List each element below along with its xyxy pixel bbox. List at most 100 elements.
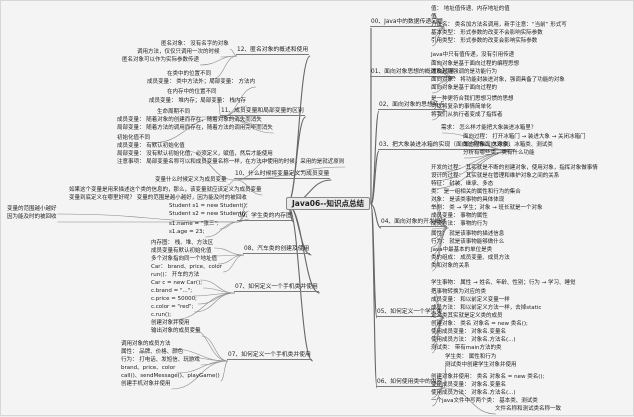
- leaf-node: 匿名对象： 没有名字的对象: [161, 41, 229, 48]
- leaf-node: 使用成员方法： 对象名.方法名(...): [431, 337, 516, 344]
- connector-line: [221, 361, 228, 381]
- leaf-node: 特征： 封装、继承、多态: [431, 181, 493, 188]
- connector-line: [287, 205, 313, 362]
- leaf-node: 面向过程： 打开冰箱门 → 装进大象 → 关闭冰箱门: [463, 134, 585, 141]
- leaf-node: 调用对象的成员方法: [121, 341, 171, 348]
- leaf-node: run()： 开车的方法: [151, 272, 199, 279]
- leaf-node: 测试类： 带有main方法的类: [431, 345, 502, 352]
- leaf-node: 匿名对象可以作为实际参数传递: [122, 57, 199, 64]
- connector-line: [218, 255, 244, 264]
- leaf-node: 类的组成： 成员变量、成员方法: [431, 255, 510, 262]
- leaf-node: 学生事物： 属性 → 姓名、年龄、性别；行为 → 学习、睡觉: [431, 280, 575, 287]
- leaf-node: 成员变量： 堆内存；局部变量： 栈内存: [149, 98, 246, 105]
- connector-line: [203, 288, 235, 293]
- leaf-node: 举例： 类 → 学生；对象 → 班长就是一个对象: [431, 205, 542, 212]
- connector-line: [200, 280, 235, 293]
- leaf-node: Car： brand、price、color: [151, 264, 222, 271]
- leaf-node: 局部变量： 没有默认初始化值，必须定义，赋值，然后才能使用: [117, 151, 273, 158]
- leaf-node: 行为： 就是该事物能够做什么: [431, 239, 504, 246]
- branch-node-left-03[interactable]: 10、什么时候将变量定义为成员变量: [234, 171, 330, 179]
- leaf-node: 类和对象的关系: [431, 263, 470, 270]
- connector-line: [220, 222, 238, 229]
- leaf-node: 生命周期不同: [157, 109, 190, 116]
- leaf-node: 将我们从执行者变成了指挥者: [431, 112, 503, 119]
- leaf-node: 如果这个变量是用来描述这个类的信息的，那么，该变量就应该定义为成员变量: [69, 187, 262, 194]
- leaf-node: 值： 地址值传递、内存地址的值: [431, 6, 510, 13]
- leaf-node: 变量的范围越小越好: [7, 206, 57, 213]
- leaf-node: c.color = "red";: [151, 304, 193, 311]
- leaf-node: 分析有哪些类，类有什么功能: [463, 150, 535, 157]
- leaf-node: 基本类型： 形式参数的改变不会影响实际参数: [431, 30, 543, 37]
- leaf-node: 成员变量： 随着对象的创建而存在，随着对象的消失而消失: [117, 117, 262, 124]
- connector-line: [200, 56, 237, 65]
- connector-line: [371, 111, 379, 205]
- leaf-node: 创建对象并使用： 类名 对象名 = new 类名();: [431, 374, 544, 381]
- leaf-node: 引用类型： 形式参数的改变会影响实际参数: [431, 38, 537, 45]
- leaf-node: 面向对象： 将功能封装进对象，强调具备了功能的对象: [431, 77, 565, 84]
- leaf-node: 文件名称和测试类名称一致: [495, 406, 561, 413]
- leaf-node: 成员方法： 事物的行为: [431, 221, 488, 228]
- leaf-node: 成员变量： 有默认初始化值: [117, 143, 185, 150]
- leaf-node: 面向对象是基于面向过程的编程思想: [431, 61, 519, 68]
- leaf-node: 注意事项： 局部变量名称可以和成员变量名称一样，在方法中使用的时候，采用的是就近…: [117, 159, 344, 166]
- leaf-node: 局部变量： 随着方法的调用而存在，随着方法的调用完毕而消失: [117, 125, 273, 132]
- connector-line: [214, 248, 244, 255]
- leaf-node: 多个对象指向同一个地址值: [151, 256, 217, 263]
- leaf-node: Java中最基本的单位是类: [431, 247, 492, 254]
- leaf-node: 变量什么时候定义为成员变量: [155, 177, 227, 184]
- leaf-node: 内存图： 栈、堆、方法区: [151, 240, 213, 247]
- leaf-node: 成员变量： 事物的属性: [431, 213, 488, 220]
- leaf-node: 行为： 打电话、发短信、玩游戏: [121, 357, 200, 364]
- leaf-node: 面向过程强调的是功能行为: [431, 69, 497, 76]
- leaf-node: 属性： 就是该事物的描述信息: [431, 231, 504, 238]
- leaf-node: 需求： 怎么样才能把大象装进冰箱里？: [441, 125, 536, 132]
- branch-node-left-05[interactable]: 08、汽车类的创建及使用: [243, 246, 310, 254]
- connector-line: [287, 56, 310, 205]
- branch-node-left-01[interactable]: 12、匿名对象的概述和使用: [236, 47, 309, 55]
- leaf-node: Student s1 = new Student();: [169, 203, 248, 210]
- leaf-node: 学生类： 属性和行为: [445, 354, 496, 361]
- leaf-node: 调用方法，仅仅只调用一次的时候: [137, 49, 220, 56]
- leaf-node: c.run();: [151, 312, 171, 319]
- root-node[interactable]: Java06--知识点总结: [286, 197, 370, 210]
- leaf-node: 定义类其实就是定义类的成员: [431, 313, 503, 320]
- leaf-node: s1.age = 23;: [169, 229, 204, 236]
- leaf-node: 初始化值不同: [117, 135, 150, 142]
- leaf-node: Student s2 = new Student();: [169, 211, 248, 218]
- branch-node-left-02[interactable]: 11、成员变量和局部变量的区别: [220, 108, 305, 116]
- leaf-node: 成员方法： 和以前定义方法一样，去掉static: [431, 305, 541, 312]
- branch-node-left-07[interactable]: 07、如何定义一个手机类并使用: [227, 352, 312, 360]
- branch-node-left-06[interactable]: 07、如何定义一个手机类并使用: [234, 284, 319, 292]
- leaf-node: call()、sendMessage()、playGame(): [121, 373, 220, 380]
- leaf-node: 对象： 是该类事物的具体体现: [431, 197, 504, 204]
- leaf-node: 面向对象是基于面向过程的: [431, 85, 497, 92]
- connector-line: [228, 180, 235, 185]
- connector-line: [201, 361, 228, 365]
- leaf-node: 成员变量： 类中方法外；局部变量： 方法内: [147, 79, 255, 86]
- leaf-node: c.price = 50000;: [151, 296, 197, 303]
- leaf-node: 创建对象： 类名 对象名 = new 类名();: [431, 321, 528, 328]
- connector-line: [212, 56, 237, 79]
- leaf-node: 面向对象： 大象类、冰箱类、测试类: [463, 142, 553, 149]
- leaf-node: c.brand = "...";: [151, 288, 192, 295]
- leaf-node: 因为能及时的被回收: [7, 214, 57, 221]
- leaf-node: Java中只有值传递，没有引用传递: [431, 52, 514, 59]
- leaf-node: 值: [431, 14, 437, 21]
- leaf-node: 使用成员变量： 对象名.变量名: [431, 382, 506, 389]
- leaf-node: s1.name = "张三";: [169, 221, 219, 228]
- leaf-node: brand、price、color: [121, 365, 175, 372]
- leaf-node: 变量到底定义在哪里好呢？ 变量的范围是越小越好，因为能及时的被回收: [69, 195, 247, 202]
- leaf-node: 创建手机对象并使用: [121, 381, 171, 388]
- leaf-node: 属性： 品牌、价格、颜色: [121, 349, 183, 356]
- leaf-node: 设计的过程： 其实就是在管理和维护对象之间的关系: [431, 173, 559, 180]
- leaf-node: 在类中的位置不同: [167, 71, 211, 78]
- leaf-node: 开发的过程： 其实就是不断的创建对象，使用对象，指挥对象做事情: [431, 165, 598, 172]
- leaf-node: 类： 是一组相关的属性和行为的集合: [431, 189, 521, 196]
- leaf-node: 使用成员方法： 对象名.方法名(...): [431, 390, 516, 397]
- connector-line: [198, 293, 235, 304]
- connector-line: [223, 255, 244, 272]
- leaf-node: 成员变量有默认初始化值: [151, 248, 212, 255]
- leaf-node: 创建对象并使用: [151, 320, 190, 327]
- leaf-node: 是一种更符合我们思想习惯的思想: [431, 96, 514, 103]
